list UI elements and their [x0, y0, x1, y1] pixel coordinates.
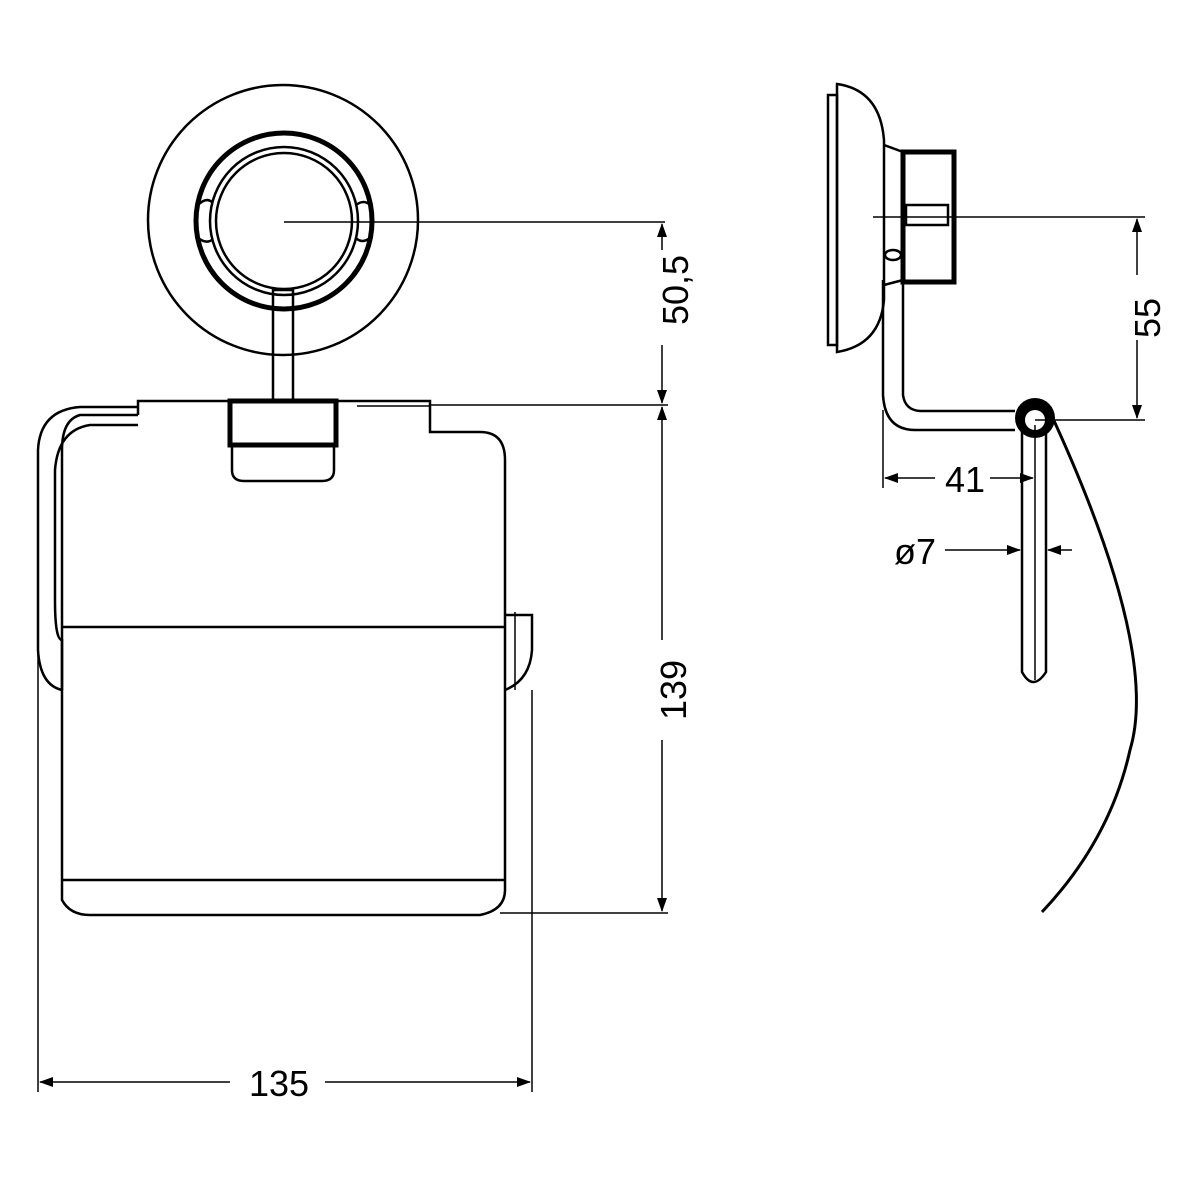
set-screw: [883, 248, 903, 262]
wall-plate-side: [826, 93, 839, 347]
side-view: 55 41 ø7: [826, 82, 1168, 914]
cover-body: [60, 413, 507, 917]
mount-ring-outer: [193, 130, 375, 312]
dim-label-41: 41: [945, 459, 985, 500]
wall-plate-outer: [146, 83, 420, 357]
paper-flap: [1040, 411, 1138, 914]
dome-neck: [883, 143, 904, 287]
dim-label-139: 139: [653, 660, 694, 720]
rod-side: [1020, 425, 1048, 684]
dome-side: [835, 82, 886, 354]
dim-label-50-5: 50,5: [655, 255, 696, 325]
nut-slot: [904, 203, 950, 227]
mount-cap: [214, 151, 354, 291]
mount-ring-inner: [208, 145, 360, 297]
clip-tab: [230, 445, 336, 483]
ring-tabs: [197, 198, 371, 243]
dim-label-55: 55: [1127, 298, 1168, 338]
arm-side: [881, 280, 1015, 432]
front-view: 50,5 139 135: [36, 83, 696, 1104]
left-arm: [36, 405, 138, 692]
dim-label-135: 135: [249, 1063, 309, 1104]
dim-label-diameter-7: ø7: [894, 531, 936, 572]
cover-top-bar: [136, 399, 507, 461]
clip-block: [227, 398, 339, 448]
right-tab: [504, 613, 534, 692]
